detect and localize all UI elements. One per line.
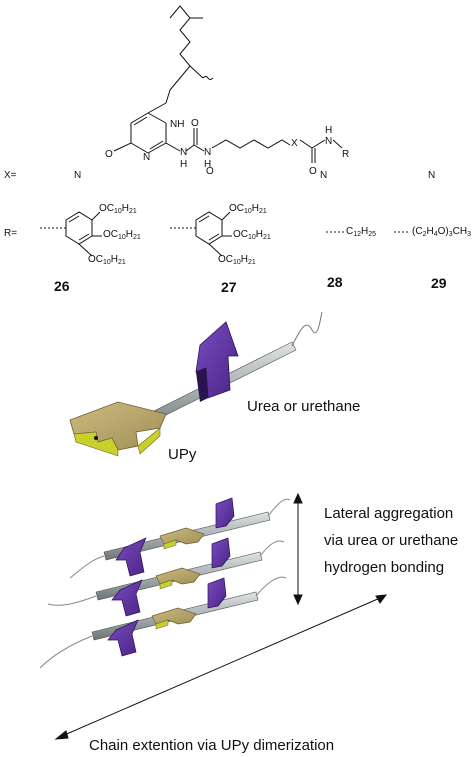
gallate-27-top-h: H <box>251 203 260 214</box>
gallate-26-mid-h: H <box>125 229 134 240</box>
gallate-26-bot-oc: OC <box>88 254 103 265</box>
gallate-26-top-hsub: 21 <box>129 208 137 215</box>
alkyl-side-chain <box>165 5 214 104</box>
peg-s1: 2 <box>422 231 427 238</box>
x-value-26: N <box>74 170 81 181</box>
label-lateral-3: hydrogen bonding <box>324 559 445 576</box>
c12-sub1: 12 <box>353 231 362 238</box>
atom-x: X <box>291 138 298 149</box>
label-urea-or-urethane: Urea or urethane <box>247 398 361 415</box>
gallate-26-sub-top: OC10H21 <box>99 203 137 215</box>
c12-h: H <box>361 226 369 237</box>
peg-h: H <box>426 226 434 237</box>
label-lateral-2: via urea or urethane <box>324 532 459 549</box>
upy-block-shape <box>69 401 167 457</box>
r-row: R= <box>4 211 410 257</box>
label-chain-extension: Chain extention via UPy dimerization <box>89 737 335 754</box>
compound-number-27: 27 <box>221 279 237 295</box>
gallate-26-top-h: H <box>121 203 130 214</box>
peg-s3: 3 <box>448 231 453 238</box>
gallate-26-bot-hsub: 21 <box>118 259 126 266</box>
terminal-amide <box>299 139 343 163</box>
x-row: X= N O N N <box>4 166 435 181</box>
aggregate-cartoon <box>39 497 291 669</box>
gallate-27-sub-mid: OC10H21 <box>233 229 271 241</box>
atom-n-ring: N <box>143 152 150 163</box>
gallate-27-sub-top: OC10H21 <box>229 203 267 215</box>
gallate-26-bot-sub: 10 <box>103 259 111 266</box>
gallate-27-mid-hsub: 21 <box>263 234 271 241</box>
gallate-26-top-oc: OC <box>99 203 114 214</box>
atom-nh3: N <box>325 136 332 147</box>
gallate-27-mid-sub: 10 <box>248 234 256 241</box>
c12-sub2: 25 <box>368 231 377 238</box>
hexyl-spacer <box>211 139 291 149</box>
atom-nh2: N <box>204 147 211 158</box>
gallate-26-mid-sub: 10 <box>118 234 126 241</box>
r-value-28: C12H25 <box>346 226 376 238</box>
label-upy: UPy <box>168 446 197 463</box>
peg-s4: 3 <box>467 231 471 238</box>
gallate-27-bot-hsub: 21 <box>248 259 256 266</box>
gallate-26-mid-oc: OC <box>103 229 118 240</box>
aggregate-urea-arrows-left <box>107 537 147 657</box>
atom-nh-ring: NH <box>170 119 184 130</box>
gallate-27-sub-bot: OC10H21 <box>218 254 256 266</box>
gallate-27-mid-h: H <box>255 229 264 240</box>
atom-labels: NH N O N H O N H X O N H R <box>105 118 349 177</box>
atom-nh1-h: H <box>180 159 187 170</box>
chain-extension-arrow <box>54 594 388 740</box>
gallate-26-sub-mid: OC10H21 <box>103 229 141 241</box>
gallate-27-bot-oc: OC <box>218 254 233 265</box>
atom-nh2-h: H <box>204 159 211 170</box>
urea-arrow-shape <box>195 321 239 402</box>
atom-o-ring: O <box>105 149 113 160</box>
peg-o: O) <box>437 226 449 237</box>
peg-open: (C <box>412 226 423 237</box>
atom-nh3-h: H <box>325 125 332 136</box>
gallate-27-bot-h: H <box>240 254 249 265</box>
pyrimidinone-ring <box>113 102 167 154</box>
atom-o-amide: O <box>309 166 317 177</box>
lateral-aggregation-arrow <box>293 492 303 606</box>
gallate-27-bot-sub: 10 <box>233 259 241 266</box>
gallate-27-top-hsub: 21 <box>259 208 267 215</box>
compound-number-28: 28 <box>327 274 343 290</box>
gallate-26-mid-hsub: 21 <box>133 234 141 241</box>
x-label: X= <box>4 170 17 181</box>
x-value-28: N <box>320 170 327 181</box>
r-label: R= <box>4 228 17 239</box>
urea-linker <box>165 128 205 152</box>
x-value-27: O <box>206 166 214 177</box>
peg-ch: CH <box>452 226 468 237</box>
aggregate-upy-dimers <box>151 527 205 625</box>
chemical-structure <box>113 5 343 163</box>
compound-number-26: 26 <box>54 278 70 294</box>
single-monomer-cartoon <box>69 311 323 457</box>
gallate-27-mid-oc: OC <box>233 229 248 240</box>
gallate-ring-27 <box>170 211 232 257</box>
gallate-ring-26 <box>40 211 102 257</box>
x-value-29: N <box>428 170 435 181</box>
gallate-26-sub-bot: OC10H21 <box>88 254 126 266</box>
atom-r: R <box>342 149 349 160</box>
r-value-29: (C2H4O)3CH3 <box>412 226 471 238</box>
label-lateral-1: Lateral aggregation <box>324 505 454 522</box>
gallate-26-bot-h: H <box>110 254 119 265</box>
compound-number-29: 29 <box>431 275 447 291</box>
c12-c: C <box>346 226 354 237</box>
gallate-27-top-sub: 10 <box>244 208 252 215</box>
aggregate-urea-arrows-right <box>207 497 235 609</box>
peg-s2: 4 <box>433 231 438 238</box>
aggregate-upy-dimer-bottoms <box>155 539 177 630</box>
monomer-tail <box>291 311 323 347</box>
gallate-26-top-sub: 10 <box>114 208 122 215</box>
atom-nh1: N <box>180 147 187 158</box>
gallate-27-top-oc: OC <box>229 203 244 214</box>
atom-o-urea: O <box>191 118 199 129</box>
